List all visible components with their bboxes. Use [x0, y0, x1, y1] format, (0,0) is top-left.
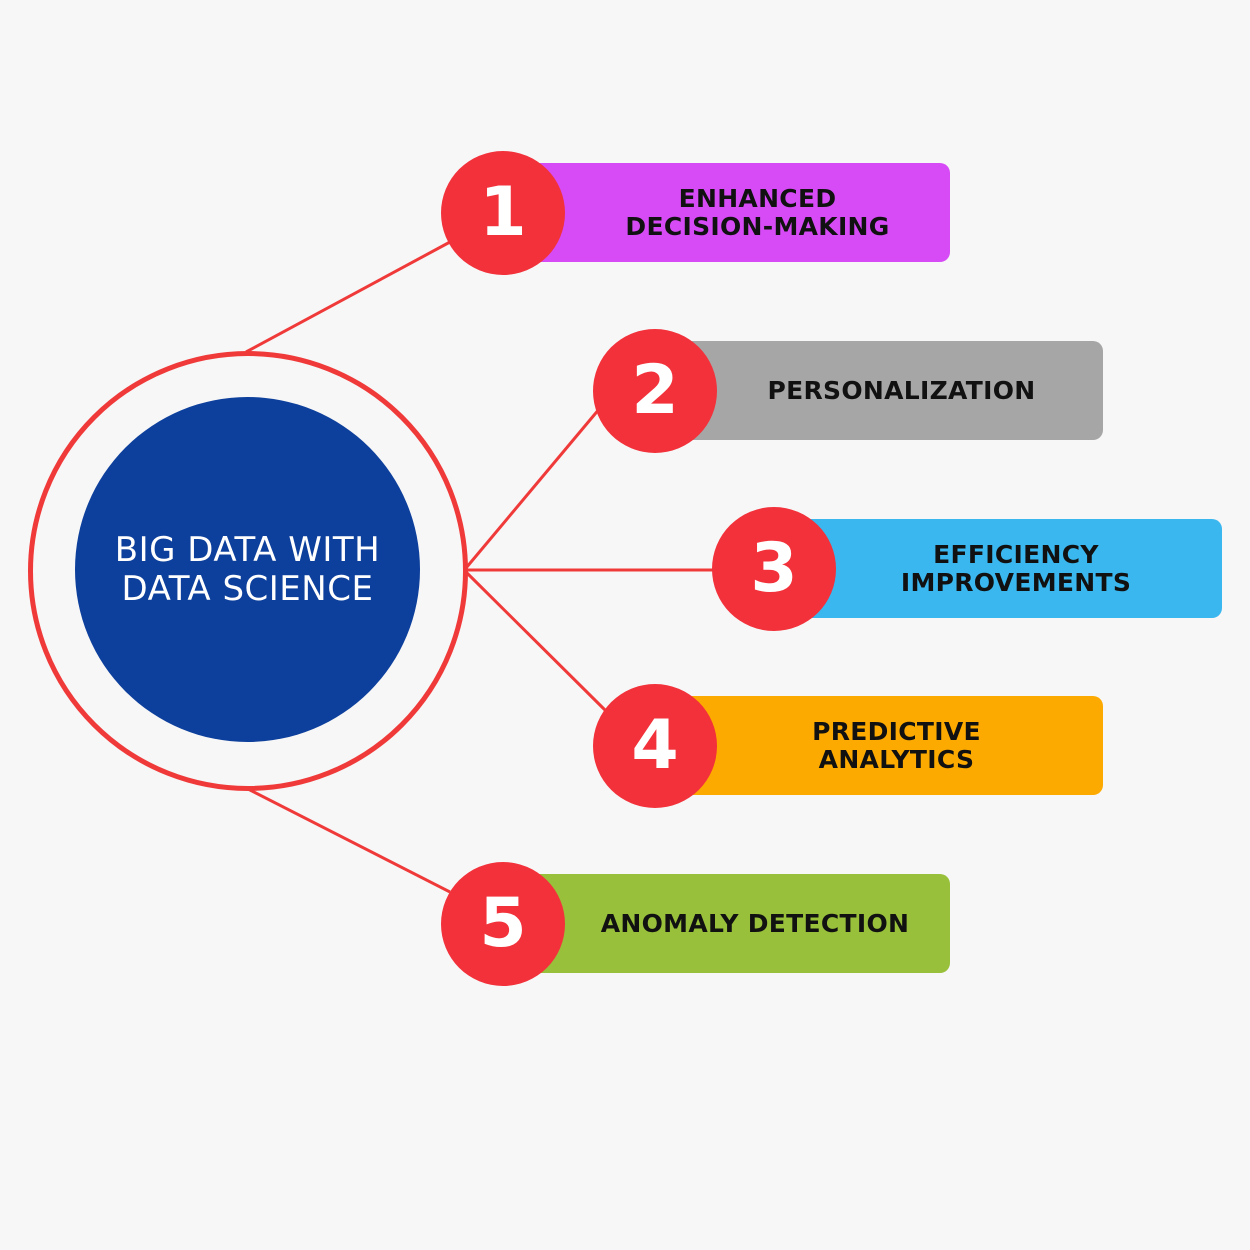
item-label-2: PERSONALIZATION — [680, 341, 1103, 440]
connector-line-4 — [464, 570, 607, 712]
item-label-3: EFFICIENCY IMPROVEMENTS — [800, 519, 1222, 618]
badge-2: 2 — [593, 329, 717, 453]
connector-line-5 — [245, 786, 451, 894]
item-label-4: PREDICTIVE ANALYTICS — [680, 696, 1103, 795]
item-label-text-1: ENHANCED DECISION-MAKING — [625, 183, 890, 241]
hub-circle: BIG DATA WITH DATA SCIENCE — [75, 397, 420, 742]
badge-number-3: 3 — [750, 529, 798, 608]
item-label-text-4: PREDICTIVE ANALYTICS — [812, 716, 981, 774]
badge-3: 3 — [712, 507, 836, 631]
badge-1: 1 — [441, 151, 565, 275]
badge-number-2: 2 — [631, 351, 679, 430]
badge-number-5: 5 — [479, 884, 527, 963]
connector-line-2 — [464, 407, 602, 569]
badge-number-1: 1 — [479, 173, 527, 252]
item-label-1: ENHANCED DECISION-MAKING — [525, 163, 950, 262]
item-label-text-3: EFFICIENCY IMPROVEMENTS — [900, 539, 1132, 597]
item-label-5: ANOMALY DETECTION — [525, 874, 950, 973]
connector-line-1 — [245, 240, 451, 354]
badge-4: 4 — [593, 684, 717, 808]
badge-5: 5 — [441, 862, 565, 986]
hub-title: BIG DATA WITH DATA SCIENCE — [114, 529, 381, 609]
item-label-text-2: PERSONALIZATION — [767, 375, 1036, 405]
item-label-text-5: ANOMALY DETECTION — [600, 908, 910, 938]
badge-number-4: 4 — [631, 706, 679, 785]
